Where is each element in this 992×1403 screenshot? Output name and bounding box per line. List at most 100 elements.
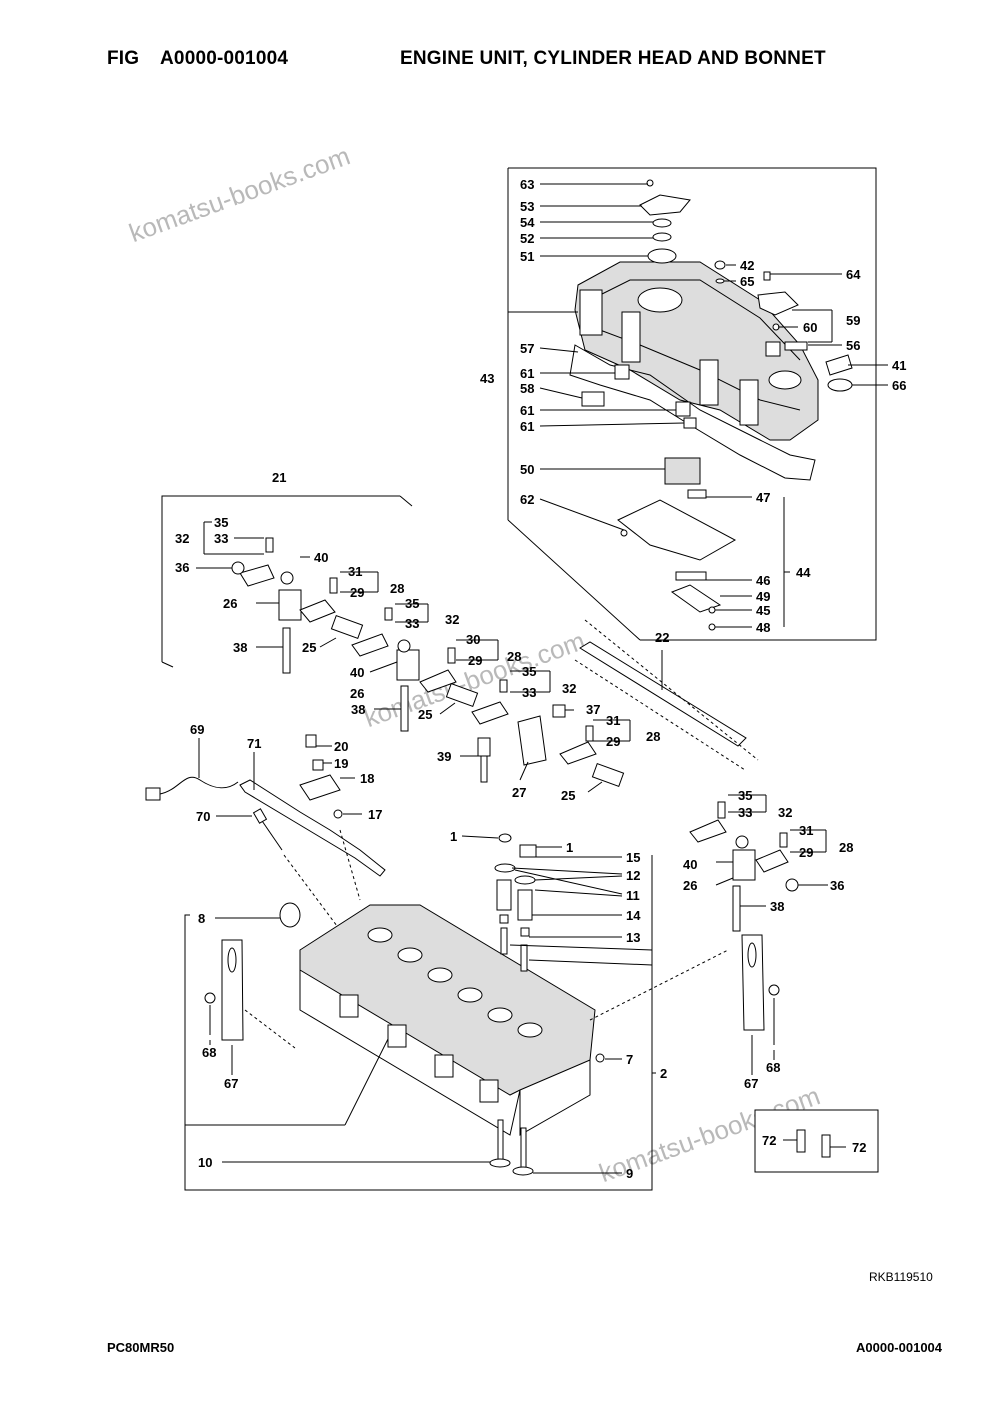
callout: 25 [561, 788, 575, 803]
callout: 29 [468, 653, 482, 668]
baffle-plate [617, 499, 737, 561]
callout: 51 [520, 249, 534, 264]
callout: 49 [756, 589, 770, 604]
cylinder-head-cover [574, 261, 819, 441]
cylinder-head-group [184, 833, 879, 1191]
callout: 2 [660, 1066, 667, 1081]
callout: 32 [175, 531, 189, 546]
callout: 10 [198, 1155, 212, 1170]
callout: 26 [223, 596, 237, 611]
callout: 11 [626, 888, 640, 903]
callout-labels: 63 53 54 52 51 57 61 58 61 61 50 62 43 4… [175, 177, 906, 1181]
callout: 53 [520, 199, 534, 214]
glow-plug-harness [145, 734, 386, 931]
rocker-arm-group [161, 495, 799, 932]
callout: 32 [562, 681, 576, 696]
rocker-support [278, 589, 302, 621]
pins-inset-box [754, 1109, 879, 1173]
callout: 32 [778, 805, 792, 820]
callout: 29 [606, 734, 620, 749]
callout: 41 [892, 358, 906, 373]
sensor-bracket [757, 291, 799, 316]
callout: 40 [350, 665, 364, 680]
callout: 12 [626, 868, 640, 883]
callout: 25 [302, 640, 316, 655]
callout: 15 [626, 850, 640, 865]
callout: 59 [846, 313, 860, 328]
callout: 54 [520, 215, 535, 230]
callout: 40 [683, 857, 697, 872]
callout: 36 [175, 560, 189, 575]
harness-connector [145, 787, 161, 801]
callout: 17 [368, 807, 382, 822]
fig-label: FIG [107, 48, 140, 69]
callout: 20 [334, 739, 348, 754]
callout: 19 [334, 756, 348, 771]
callout: 35 [214, 515, 228, 530]
callout: 32 [445, 612, 459, 627]
callout: 14 [626, 908, 641, 923]
callout: 22 [655, 630, 669, 645]
callout: 61 [520, 419, 534, 434]
leader-lines [196, 183, 888, 1174]
callout: 48 [756, 620, 770, 635]
callout: 63 [520, 177, 534, 192]
callout: 47 [756, 490, 770, 505]
callout: 45 [756, 603, 770, 618]
callout: 33 [405, 616, 419, 631]
callout: 38 [770, 899, 784, 914]
callout: 33 [738, 805, 752, 820]
callout: 28 [390, 581, 404, 596]
callout: 58 [520, 381, 534, 396]
callout: 60 [803, 320, 817, 335]
callout: 8 [198, 911, 205, 926]
callout: 1 [450, 829, 457, 844]
callout: 30 [466, 632, 480, 647]
callout: 31 [799, 823, 813, 838]
diaphragm [647, 248, 677, 264]
callout: 56 [846, 338, 860, 353]
glow-plug [252, 808, 268, 824]
callout: 29 [799, 845, 813, 860]
connection-plate [239, 779, 386, 877]
callout: 57 [520, 341, 534, 356]
expansion-plug [279, 902, 301, 928]
engine-hanger [221, 939, 244, 1041]
callout: 38 [233, 640, 247, 655]
breather-cap [639, 194, 691, 216]
callout: 65 [740, 274, 754, 289]
callout: 35 [738, 788, 752, 803]
callout: 71 [247, 736, 261, 751]
valve [497, 1119, 504, 1161]
callout: 61 [520, 403, 534, 418]
callout: 25 [418, 707, 432, 722]
oil-filler-cap [825, 354, 853, 376]
callout: 67 [224, 1076, 238, 1091]
callout: 18 [360, 771, 374, 786]
page-code: A0000-001004 [856, 1340, 943, 1355]
hose-fitting [581, 391, 605, 407]
callout: 72 [762, 1133, 776, 1148]
rocker-arm [239, 564, 275, 587]
bolt-part [646, 179, 654, 187]
callout: 27 [512, 785, 526, 800]
rocker-spring [330, 614, 364, 640]
cover-gasket [569, 344, 816, 481]
callout: 7 [626, 1052, 633, 1067]
callout: 37 [586, 702, 600, 717]
callout: 50 [520, 462, 534, 477]
callout: 21 [272, 470, 286, 485]
callout: 31 [606, 713, 620, 728]
callout: 33 [522, 685, 536, 700]
callout: 38 [351, 702, 365, 717]
callout: 39 [437, 749, 451, 764]
callout: 13 [626, 930, 640, 945]
rocker-bracket [517, 715, 547, 766]
rocker-shaft [579, 641, 747, 747]
callout: 68 [202, 1045, 216, 1060]
callout: 1 [566, 840, 573, 855]
filler-port [637, 287, 683, 313]
fig-code: A0000-001004 [160, 48, 289, 69]
separator [664, 457, 701, 485]
